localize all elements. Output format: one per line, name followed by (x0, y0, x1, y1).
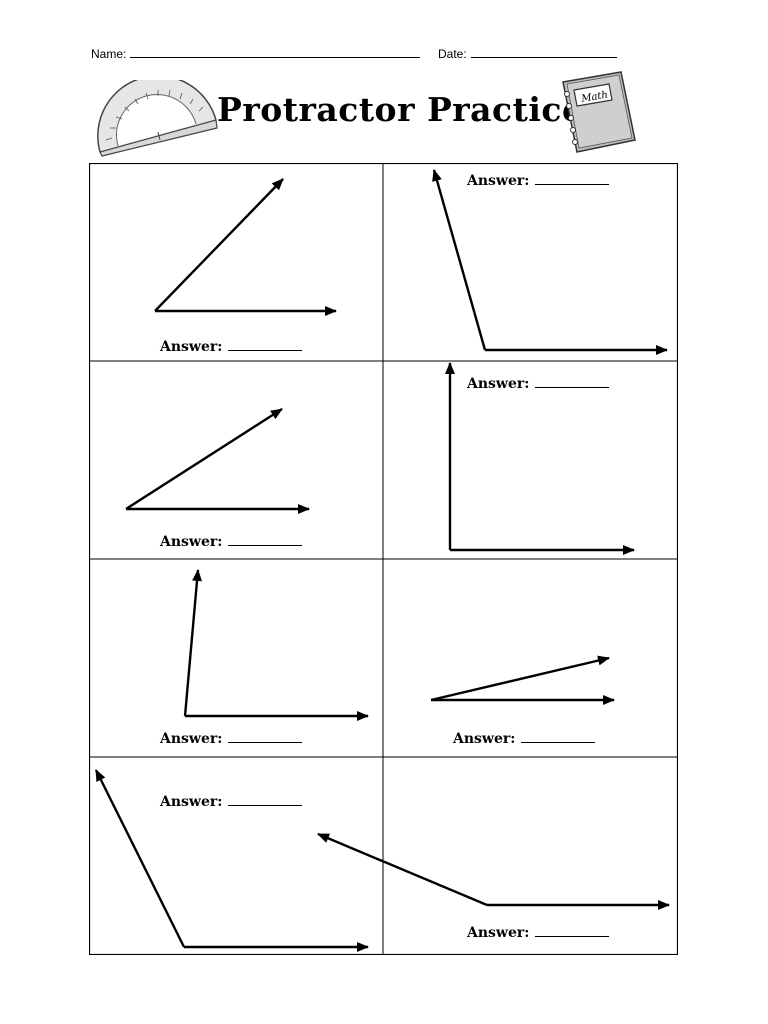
answer-blank[interactable] (228, 535, 303, 546)
date-blank[interactable] (470, 46, 617, 58)
answer-field-4[interactable]: Answer: (467, 376, 610, 392)
angle-6 (430, 655, 615, 705)
answer-label: Answer: (160, 794, 223, 810)
answer-blank[interactable] (228, 732, 303, 743)
name-blank[interactable] (130, 46, 421, 58)
angle-8 (317, 832, 670, 910)
answer-blank[interactable] (535, 377, 610, 388)
angle-5 (183, 569, 369, 721)
answer-label: Answer: (453, 731, 516, 747)
answer-label: Answer: (160, 534, 223, 550)
answer-field-5[interactable]: Answer: (160, 731, 303, 747)
answer-blank[interactable] (535, 926, 610, 937)
angle-3 (125, 407, 310, 514)
answer-field-7[interactable]: Answer: (160, 794, 303, 810)
angle-grid: Answer: Answer: Answer: Answer: Answer: … (89, 163, 678, 955)
angle-1 (154, 178, 337, 316)
date-field[interactable]: Date: (438, 46, 617, 61)
answer-field-8[interactable]: Answer: (467, 925, 610, 941)
answer-field-2[interactable]: Answer: (467, 173, 610, 189)
angle-2 (432, 169, 668, 355)
answer-field-6[interactable]: Answer: (453, 731, 596, 747)
answer-field-3[interactable]: Answer: (160, 534, 303, 550)
answer-label: Answer: (160, 731, 223, 747)
answer-blank[interactable] (228, 340, 303, 351)
answer-blank[interactable] (521, 732, 596, 743)
answer-label: Answer: (467, 925, 530, 941)
answer-blank[interactable] (228, 795, 303, 806)
date-label: Date: (438, 47, 467, 61)
answer-label: Answer: (467, 173, 530, 189)
answer-field-1[interactable]: Answer: (160, 339, 303, 355)
math-notebook-icon: Math (562, 71, 636, 153)
notebook-label: Math (580, 90, 609, 105)
page-title: Protractor Practice (217, 90, 584, 129)
protractor-icon (97, 80, 218, 157)
answer-label: Answer: (467, 376, 530, 392)
answer-blank[interactable] (535, 174, 610, 185)
name-label: Name: (91, 47, 127, 61)
answer-label: Answer: (160, 339, 223, 355)
grid-lines (89, 163, 678, 955)
angle-7 (94, 769, 369, 952)
angle-4 (445, 362, 635, 555)
name-field[interactable]: Name: (91, 46, 421, 61)
